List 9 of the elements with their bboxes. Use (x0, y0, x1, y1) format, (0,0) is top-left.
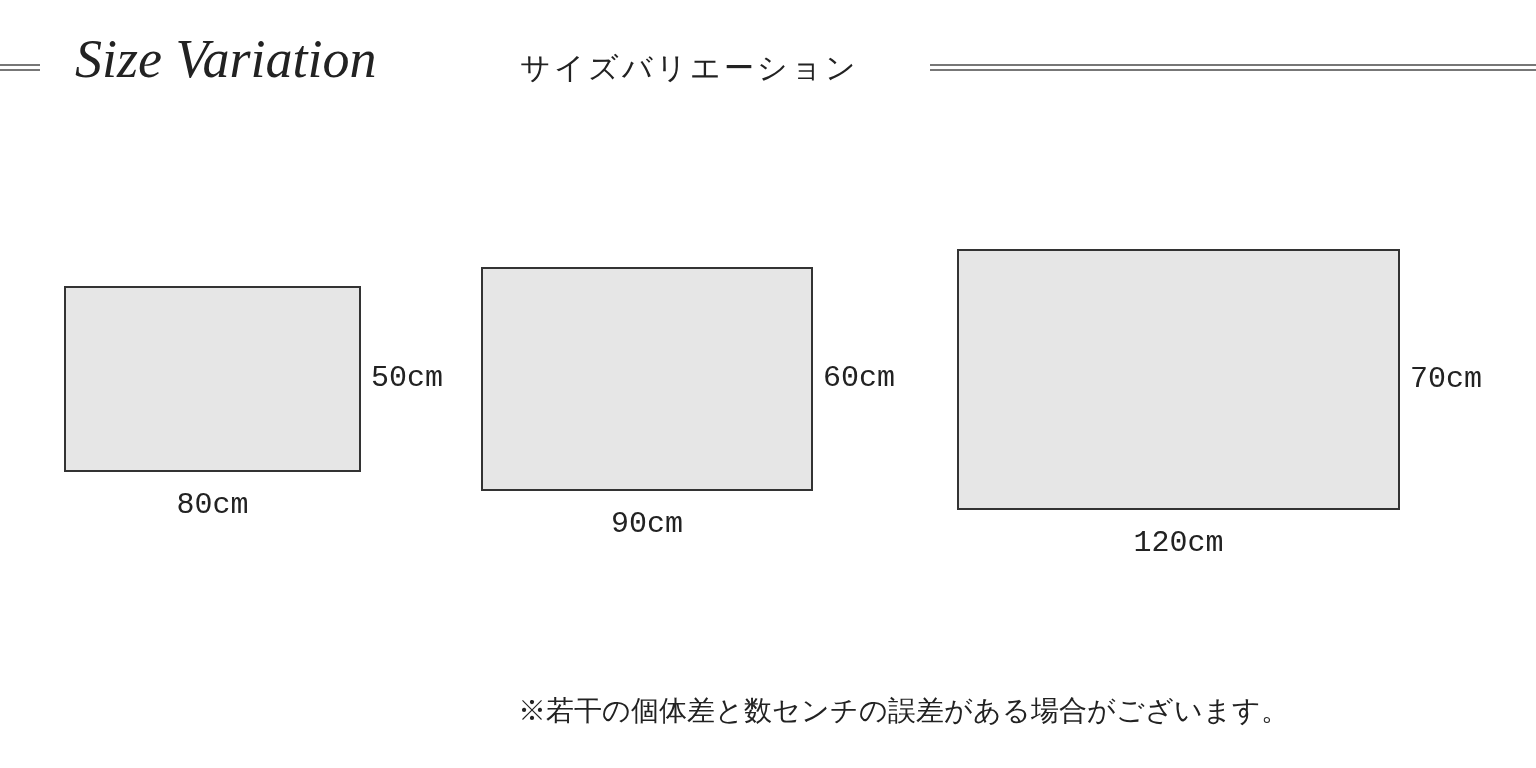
width-dimension: 90cm (610, 507, 684, 541)
title: Size Variation (75, 28, 377, 90)
width-dimension: 80cm (175, 488, 250, 522)
width-dimension: 120cm (1132, 526, 1225, 560)
height-dimension: 50cm (371, 361, 443, 395)
note-text: ※若干の個体差と数センチの誤差がある場合がございます。 (518, 693, 1289, 729)
height-dimension: 60cm (823, 361, 895, 395)
subtitle: サイズバリエーション (520, 49, 859, 87)
height-dimension: 70cm (1410, 361, 1482, 396)
